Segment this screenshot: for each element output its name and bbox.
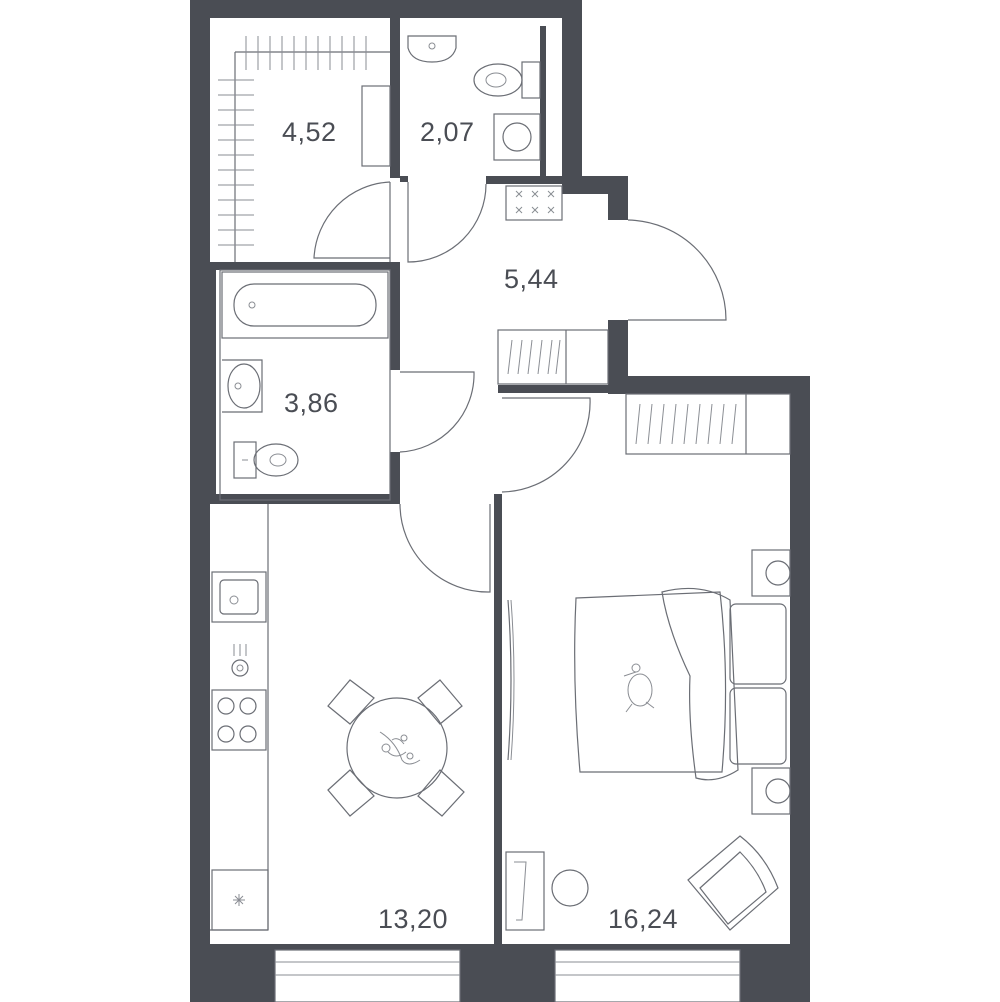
area-label-wc: 2,07 [420, 117, 475, 147]
bathtub-icon [221, 271, 389, 339]
hanger-lines-left [218, 79, 254, 246]
walls [190, 0, 810, 1002]
toilet-icon [473, 61, 541, 99]
bathroom-sink-icon [222, 359, 263, 413]
area-label-wardrobe: 4,52 [282, 117, 337, 147]
faucet-icon [231, 644, 249, 677]
bed-icon [574, 587, 787, 781]
bedroom-wardrobe-icon [625, 393, 791, 455]
kitchen-room [210, 504, 465, 931]
fridge-icon [211, 869, 269, 931]
dining-table-icon [346, 697, 448, 799]
windows [274, 949, 741, 1002]
partitions [210, 18, 608, 950]
mirror-icon [507, 599, 515, 761]
shoe-cabinet-icon [505, 185, 563, 221]
area-label-hall: 5,44 [504, 264, 559, 294]
hall-wardrobe-icon [497, 329, 609, 385]
bathroom-toilet-icon [233, 441, 299, 479]
area-label-kitchen: 13,20 [378, 904, 448, 934]
sink-icon [407, 35, 457, 63]
desk-icon [505, 851, 545, 931]
nightstand-icon [751, 549, 791, 815]
chair-icon [327, 679, 465, 817]
stove-icon [211, 689, 267, 751]
kitchen-sink-icon [211, 571, 267, 623]
cat-icon [623, 663, 655, 713]
stool-icon [551, 869, 589, 907]
area-label-bathroom: 3,86 [284, 388, 339, 418]
bathroom-room [219, 269, 391, 501]
hall-room [497, 185, 609, 385]
washing-machine-icon [493, 113, 541, 161]
hanger-lines-top [245, 36, 367, 70]
area-label-bedroom: 16,24 [608, 904, 678, 934]
area-labels: 4,52 2,07 5,44 3,86 13,20 16,24 [282, 117, 678, 934]
wc-room [407, 35, 541, 161]
bedroom-room [505, 393, 791, 931]
wardrobe-room [218, 36, 391, 262]
armchair-icon [687, 835, 779, 931]
doors [313, 181, 727, 593]
